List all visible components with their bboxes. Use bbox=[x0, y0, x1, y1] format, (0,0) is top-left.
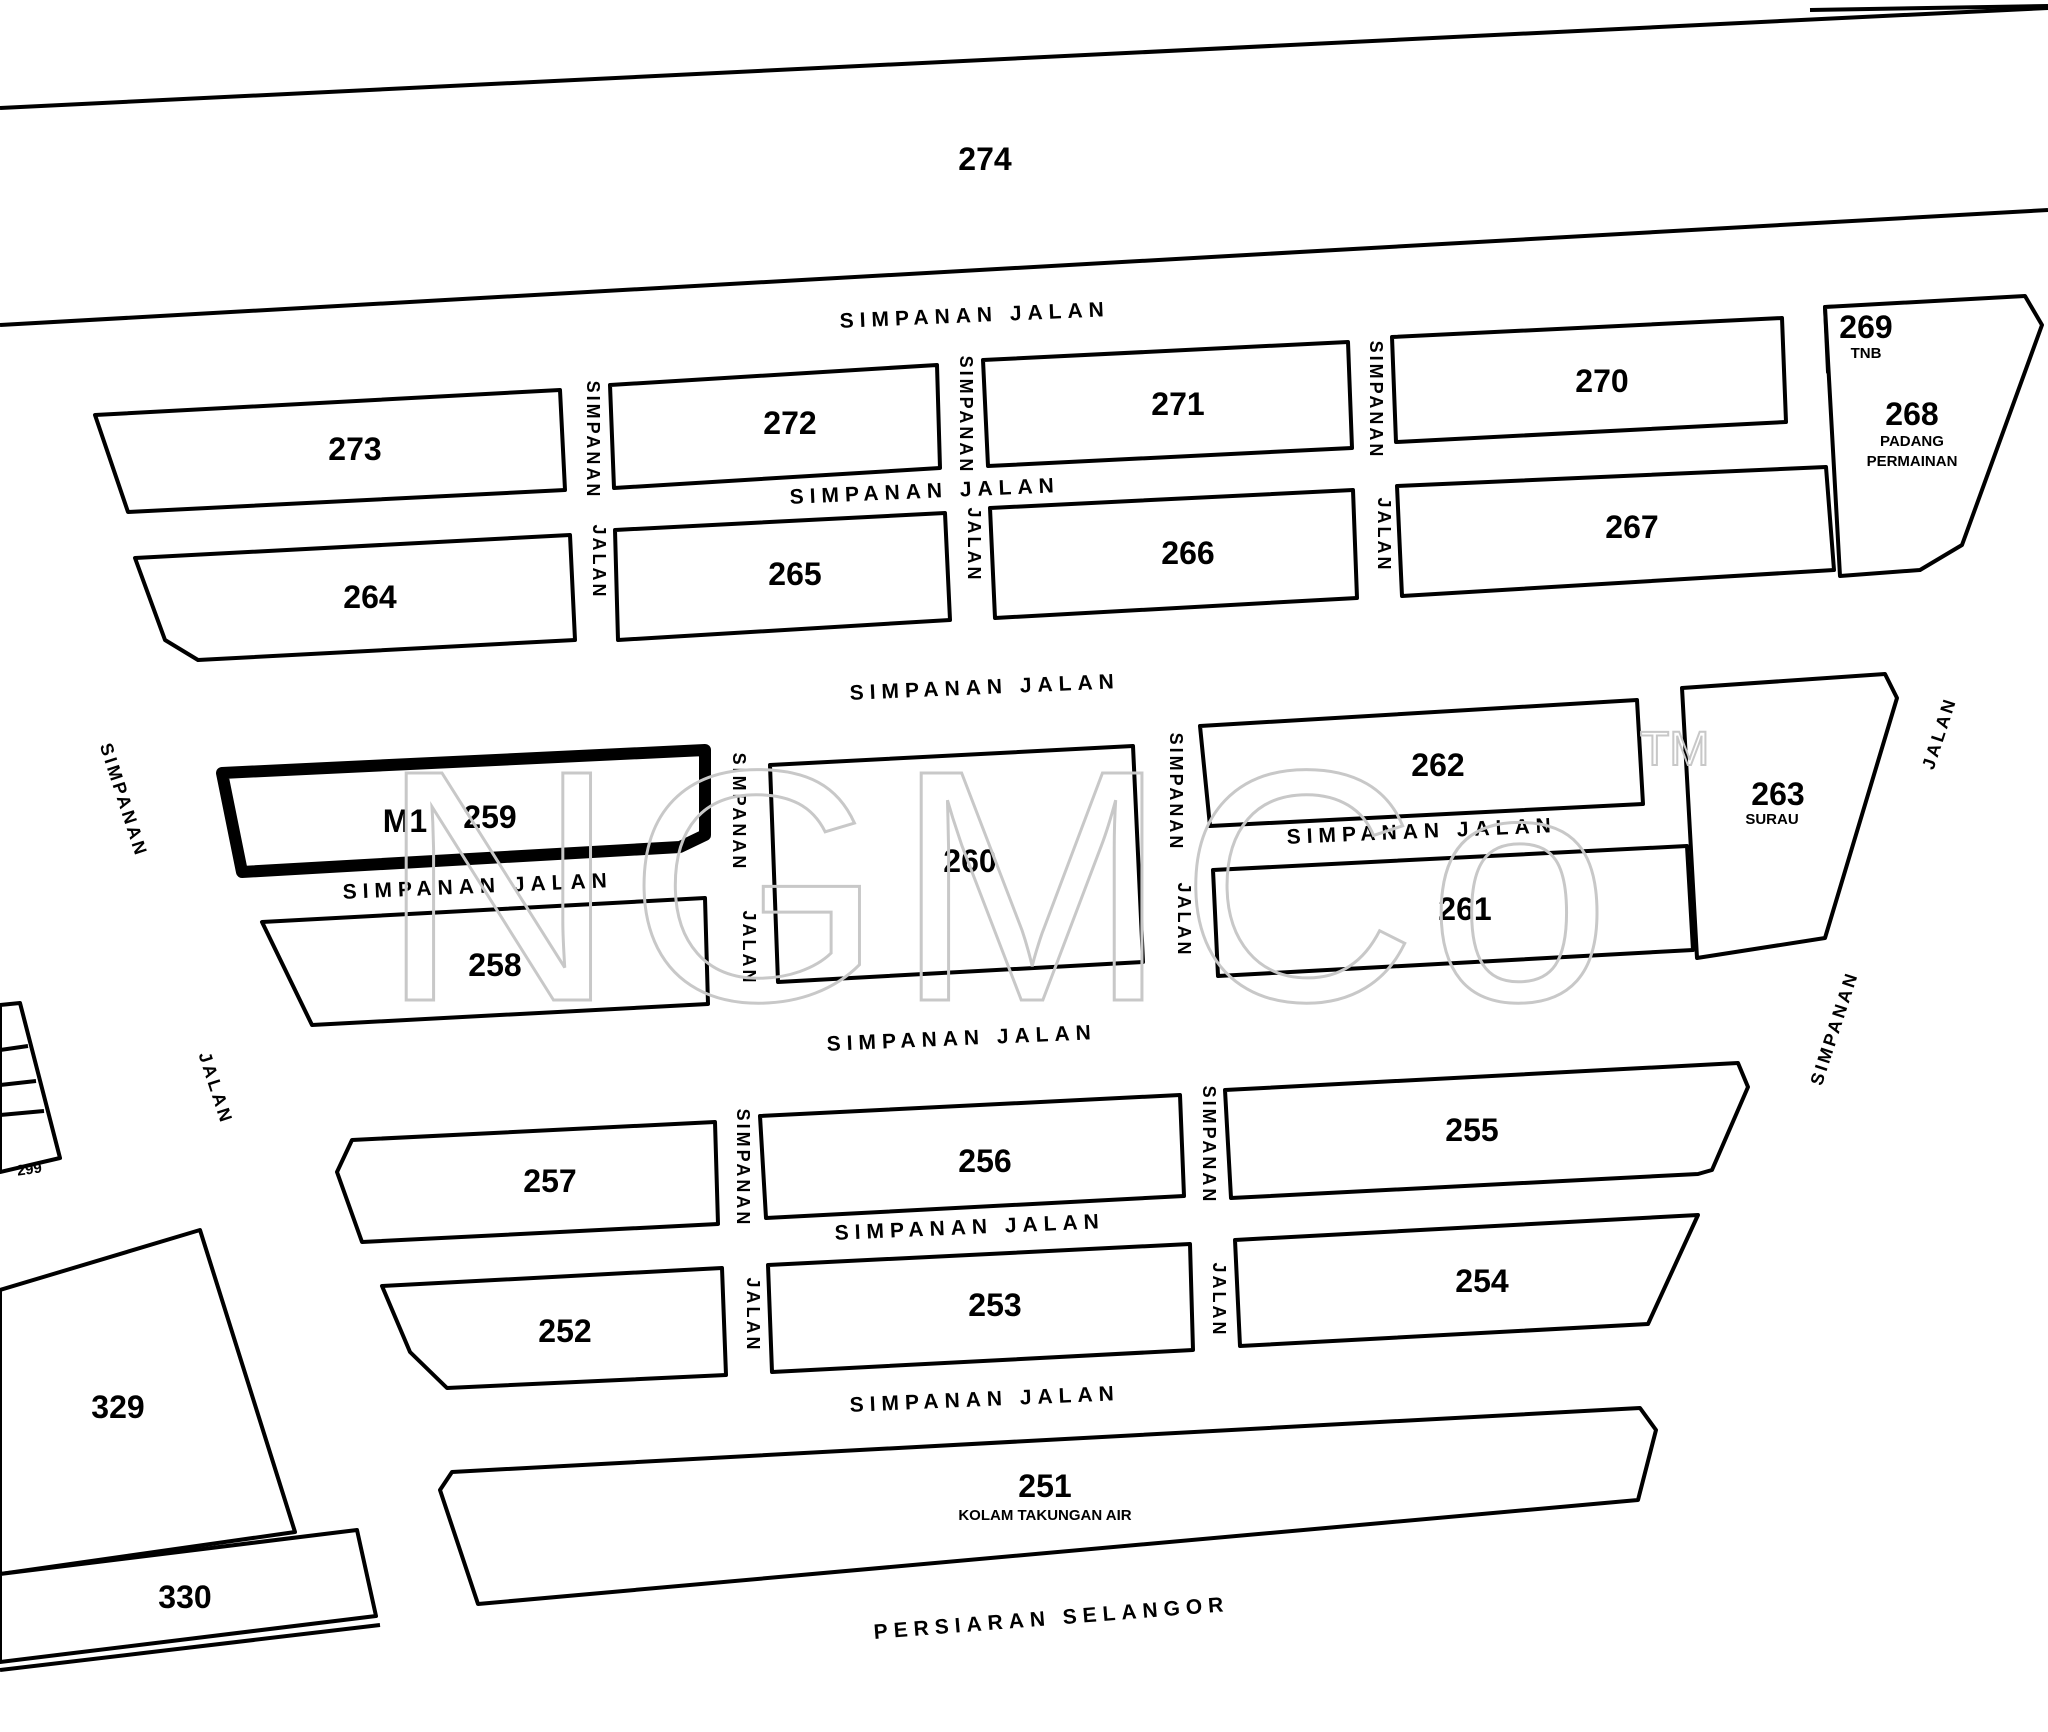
lot-265[interactable] bbox=[613, 511, 952, 642]
lot-269-sublabel: TNB bbox=[1851, 345, 1882, 362]
lane-label-simpanan: SIMPANAN bbox=[1166, 733, 1186, 852]
road-label-simpanan-jalan: SIMPANAN JALAN bbox=[834, 1210, 1105, 1245]
road-label-simpanan-jalan: SIMPANAN JALAN bbox=[789, 474, 1060, 509]
lot-264[interactable] bbox=[133, 533, 577, 662]
lot-261[interactable] bbox=[1211, 844, 1695, 978]
lane-label-jalan: JALAN bbox=[1209, 1262, 1229, 1337]
lot-268[interactable] bbox=[1823, 294, 2044, 578]
lot-272[interactable] bbox=[608, 363, 942, 490]
lot-263-sublabel: SURAU bbox=[1745, 811, 1798, 828]
lot-256[interactable] bbox=[758, 1093, 1186, 1220]
road-label-persiaran-selangor: PERSIARAN SELANGOR bbox=[873, 1593, 1230, 1644]
lot-252-label: 252 bbox=[538, 1313, 591, 1349]
road-edge-bottom bbox=[0, 1623, 381, 1672]
lane-label-jalan: JALAN bbox=[739, 910, 759, 985]
lane-label-simpanan: SIMPANAN bbox=[956, 356, 976, 475]
lot-260-label: 260 bbox=[943, 843, 996, 879]
lot-261-label: 261 bbox=[1438, 891, 1491, 927]
lot-271-label: 271 bbox=[1151, 386, 1204, 422]
lot-262[interactable] bbox=[1198, 698, 1645, 828]
lot-254[interactable] bbox=[1233, 1213, 1700, 1348]
lot-267-label: 267 bbox=[1605, 509, 1658, 545]
lot-257-label: 257 bbox=[523, 1163, 576, 1199]
lot-255-label: 255 bbox=[1445, 1112, 1498, 1148]
lot-271[interactable] bbox=[981, 340, 1354, 468]
lane-label-jalan: JALAN bbox=[589, 524, 609, 599]
lot-274-label: 274 bbox=[958, 141, 1012, 177]
lot-266-label: 266 bbox=[1161, 535, 1214, 571]
lot-329-label: 329 bbox=[91, 1389, 144, 1425]
lot-268-sublabel: PADANG bbox=[1880, 433, 1944, 450]
lot-329[interactable] bbox=[0, 1228, 297, 1576]
lot-253-label: 253 bbox=[968, 1287, 1021, 1323]
road-edge bbox=[1809, 4, 2048, 12]
lot-299-label: 299 bbox=[16, 1159, 43, 1179]
lot-264-label: 264 bbox=[343, 579, 397, 615]
lot-259-prefix: M1 bbox=[383, 803, 427, 839]
lot-251[interactable] bbox=[438, 1406, 1658, 1606]
lot-254-label: 254 bbox=[1455, 1263, 1509, 1299]
lane-label-jalan: JALAN bbox=[1174, 882, 1194, 957]
lot-267[interactable] bbox=[1395, 465, 1836, 598]
lot-299-strip[interactable] bbox=[0, 1001, 62, 1174]
watermark: NGMCo bbox=[379, 701, 1621, 1070]
strip-divider bbox=[0, 1109, 45, 1117]
lot-265-label: 265 bbox=[768, 556, 821, 592]
lot-263[interactable] bbox=[1680, 672, 1899, 960]
road-label-simpanan-jalan: SIMPANAN JALAN bbox=[849, 670, 1120, 705]
lane-label-simpanan: SIMPANAN bbox=[1366, 341, 1386, 460]
road-edge-top bbox=[0, 6, 2048, 110]
road-edge-upper bbox=[0, 208, 2048, 327]
strip-divider bbox=[0, 1079, 37, 1087]
lot-272-label: 272 bbox=[763, 405, 816, 441]
watermark-tm: TM bbox=[1640, 723, 1709, 776]
road-label-simpanan-left: SIMPANAN bbox=[96, 741, 152, 860]
lot-263-label: 263 bbox=[1751, 776, 1804, 812]
lane-label-simpanan: SIMPANAN bbox=[1199, 1086, 1219, 1205]
lane-label-simpanan: SIMPANAN bbox=[733, 1109, 753, 1228]
lot-255[interactable] bbox=[1223, 1061, 1750, 1200]
strip-divider bbox=[0, 1044, 29, 1052]
lane-label-jalan: JALAN bbox=[1374, 497, 1394, 572]
lot-253[interactable] bbox=[766, 1242, 1195, 1374]
lane-label-jalan: JALAN bbox=[743, 1277, 763, 1352]
lot-260[interactable] bbox=[768, 744, 1145, 984]
lane-label-simpanan: SIMPANAN bbox=[729, 753, 749, 872]
lot-330-label: 330 bbox=[158, 1579, 211, 1615]
lot-273-label: 273 bbox=[328, 431, 381, 467]
lot-330[interactable] bbox=[0, 1528, 378, 1664]
lot-258[interactable] bbox=[260, 896, 710, 1027]
lot-251-label: 251 bbox=[1018, 1468, 1071, 1504]
lot-258-label: 258 bbox=[468, 947, 521, 983]
lot-259-label: 259 bbox=[463, 799, 516, 835]
lot-252[interactable] bbox=[380, 1266, 728, 1390]
lane-label-jalan: JALAN bbox=[964, 507, 984, 582]
lot-257[interactable] bbox=[335, 1120, 720, 1244]
lot-266[interactable] bbox=[988, 488, 1359, 620]
road-label-simpanan-jalan: SIMPANAN JALAN bbox=[839, 298, 1110, 333]
lot-251-sublabel: KOLAM TAKUNGAN AIR bbox=[958, 1507, 1131, 1524]
lot-259[interactable] bbox=[216, 744, 711, 878]
lane-label-simpanan: SIMPANAN bbox=[583, 381, 603, 500]
road-label-simpanan-right: SIMPANAN bbox=[1806, 969, 1862, 1088]
road-label-simpanan-jalan: SIMPANAN JALAN bbox=[849, 1382, 1120, 1417]
lot-269-label: 269 bbox=[1839, 309, 1892, 345]
lot-273[interactable] bbox=[93, 388, 567, 514]
lot-268-sublabel: PERMAINAN bbox=[1867, 453, 1958, 470]
lot-270[interactable] bbox=[1390, 316, 1788, 444]
lot-262-label: 262 bbox=[1411, 747, 1464, 783]
lot-268-label: 268 bbox=[1885, 396, 1938, 432]
road-label-jalan-right: JALAN bbox=[1918, 694, 1960, 772]
road-label-jalan-left: JALAN bbox=[195, 1049, 237, 1127]
lot-270-label: 270 bbox=[1575, 363, 1628, 399]
lot-256-label: 256 bbox=[958, 1143, 1011, 1179]
